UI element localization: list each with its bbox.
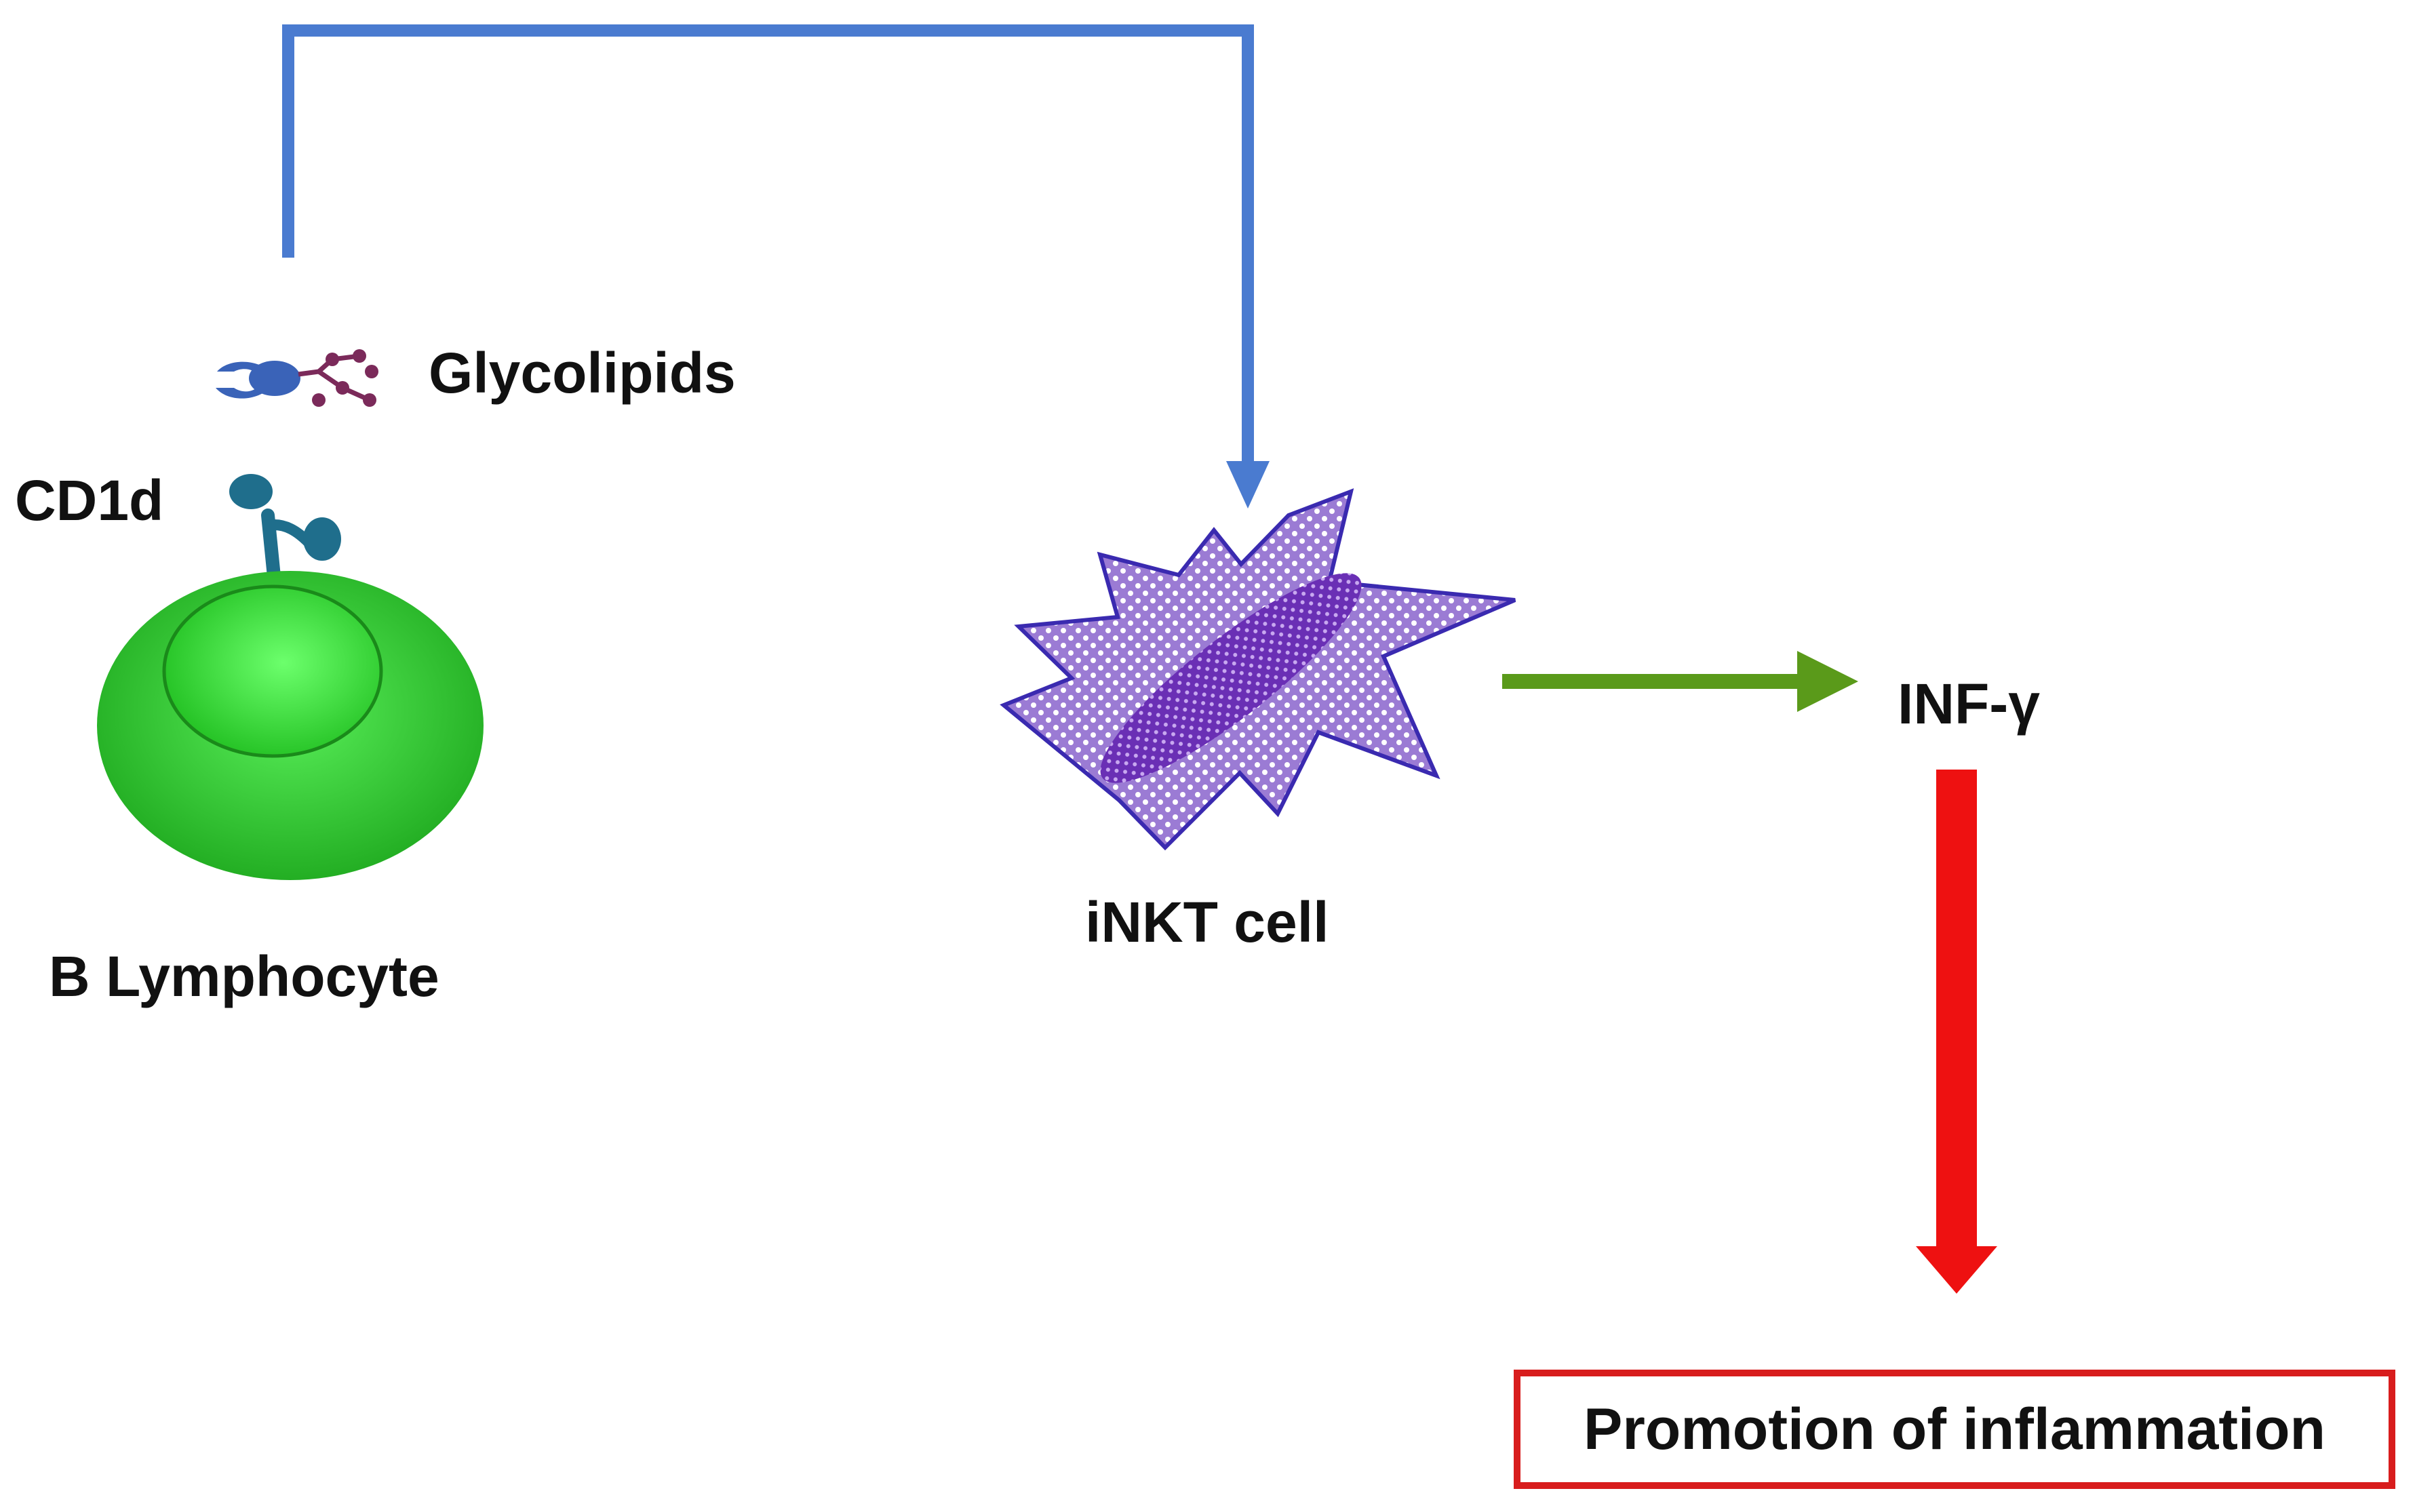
presentation-arrow <box>282 24 1270 509</box>
b-lymphocyte-cell <box>97 571 484 880</box>
outcome-box: Promotion of inflammation <box>1514 1370 2395 1489</box>
inkt-cell <box>1000 488 1516 851</box>
cd1d-label: CD1d <box>15 469 164 532</box>
b-lymphocyte-nucleus <box>162 584 383 758</box>
cd1d-receptor-icon <box>229 474 341 590</box>
inkt-cell-label: iNKT cell <box>1085 890 1329 954</box>
glycolipids-label: Glycolipids <box>429 341 736 405</box>
presentation-arrowhead <box>1226 461 1270 509</box>
inkt-nucleus <box>1100 573 1362 783</box>
secretion-arrowhead <box>1797 651 1858 712</box>
outcome-arrowhead <box>1916 1246 1997 1294</box>
outcome-arrow <box>1916 770 1997 1294</box>
secretion-arrow <box>1502 651 1858 712</box>
b-lymphocyte-label: B Lymphocyte <box>49 944 439 1008</box>
inf-gamma-label: INF-γ <box>1898 672 2040 736</box>
outcome-label: Promotion of inflammation <box>1583 1396 2326 1462</box>
glycolipid-icon <box>216 349 378 407</box>
